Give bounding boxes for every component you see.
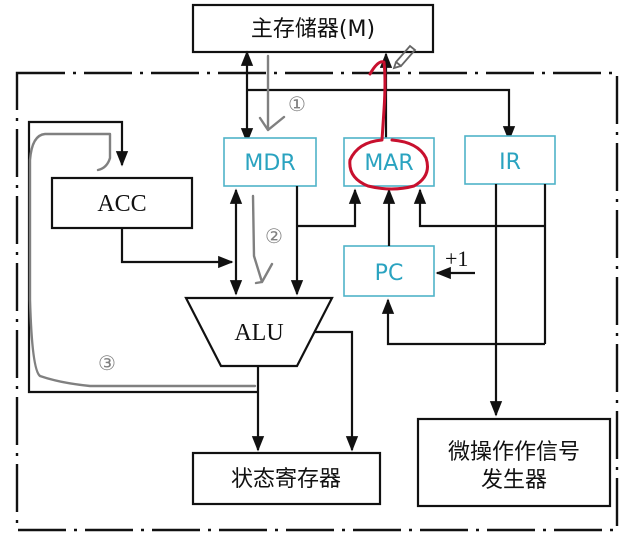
ir-to-pc-wire	[381, 298, 545, 346]
pencil-cursor-icon	[392, 44, 417, 70]
status-register-label: 状态寄存器	[231, 467, 341, 492]
main-memory-block: 主存储器(M)	[191, 3, 435, 54]
status-register-block: 状态寄存器	[191, 451, 382, 506]
pc-label: PC	[375, 261, 404, 286]
alu-label: ALU	[234, 320, 283, 346]
mar-label: MAR	[364, 151, 413, 176]
cpu-boundary	[15, 71, 619, 532]
alu-block: ALU	[184, 296, 334, 368]
alu-to-acc-wire	[27, 120, 258, 394]
step3-annotation: ③	[28, 132, 257, 388]
micro-op-generator-block: 微操作作信号 发生器	[416, 417, 612, 508]
mar-register: MAR	[343, 137, 435, 187]
ir-register: IR	[464, 135, 556, 185]
mdr-label: MDR	[244, 151, 295, 176]
acc-label: ACC	[97, 191, 146, 217]
ir-to-mar-wire	[413, 188, 545, 228]
pc-increment-label: +1	[445, 246, 468, 271]
step1-annotation: ①	[258, 54, 306, 132]
memory-bus-wires	[240, 50, 516, 144]
acc-to-alu-wire	[120, 228, 234, 269]
step2-label: ②	[265, 224, 283, 248]
micro-op-generator-label-line1: 微操作作信号	[448, 440, 580, 465]
mdr-to-mar-wire	[297, 188, 362, 228]
pc-register: PC	[343, 245, 435, 297]
step3-label: ③	[98, 351, 116, 375]
main-memory-label: 主存储器(M)	[251, 17, 375, 42]
step2-annotation: ②	[251, 194, 283, 285]
micro-op-generator-label-line2: 发生器	[481, 468, 547, 493]
mdr-register: MDR	[223, 137, 317, 187]
mar-highlight-annotation	[348, 60, 429, 191]
ir-label: IR	[499, 150, 521, 175]
acc-block: ACC	[50, 176, 194, 230]
alu-flags-to-status-wire	[315, 330, 359, 452]
step1-label: ①	[288, 92, 306, 116]
